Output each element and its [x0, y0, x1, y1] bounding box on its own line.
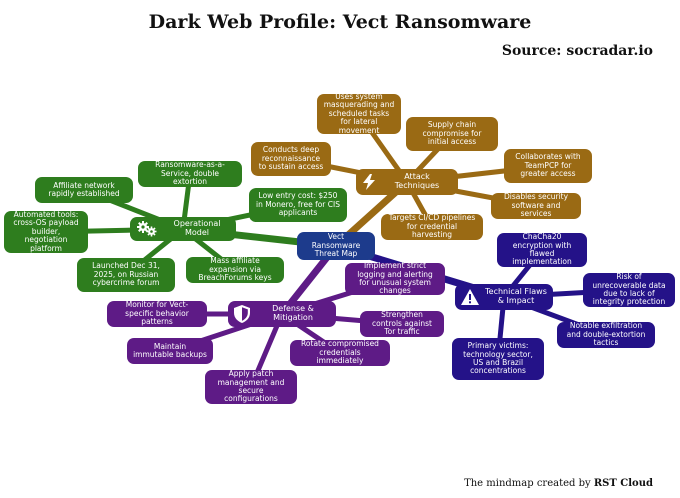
hub-operational-model: Operational Model	[130, 217, 236, 241]
credit-brand: RST Cloud	[593, 478, 653, 489]
leaf-cicd: Targets CI/CD pipelines for credential h…	[381, 214, 483, 240]
center-node: Vect Ransomware Threat Map	[297, 232, 375, 260]
leaf-raas: Ransomware-as-a-Service, double extortio…	[138, 161, 242, 187]
leaf-disables-security: Disables security software and services	[491, 193, 581, 219]
leaf-exfiltration: Notable exfiltration and double-extortio…	[557, 322, 655, 348]
leaf-entry-cost: Low entry cost: $250 in Monero, free for…	[249, 188, 347, 222]
hub-label: Defense & Mitigation	[272, 304, 314, 322]
hub-defense-mitigation: Defense & Mitigation	[228, 301, 336, 327]
leaf-monitor-behavior: Monitor for Vect-specific behavior patte…	[107, 301, 207, 327]
hub-label: Operational Model	[173, 219, 221, 237]
leaf-tor-controls: Strengthen controls against Tor traffic	[360, 311, 444, 337]
shield-icon	[234, 305, 250, 323]
leaf-primary-victims: Primary victims: technology sector, US a…	[452, 338, 544, 380]
leaf-reconnaissance: Conducts deep reconnaissance to sustain …	[251, 142, 331, 176]
leaf-chacha20: ChaCha20 encryption with flawed implemen…	[497, 233, 587, 267]
hub-label: Attack Techniques	[394, 172, 440, 190]
hub-technical-flaws: Technical Flaws & Impact	[455, 284, 553, 310]
credit-line: The mindmap created by RST Cloud	[464, 478, 653, 489]
source-label: Source: socradar.io	[501, 43, 653, 59]
leaf-affiliate-network: Affiliate network rapidly established	[35, 177, 133, 203]
hub-attack-techniques: Attack Techniques	[356, 169, 458, 195]
warning-icon	[461, 289, 479, 305]
leaf-supply-chain: Supply chain compromise for initial acce…	[406, 117, 498, 151]
leaf-masquerading: Uses system masquerading and scheduled t…	[317, 92, 401, 134]
leaf-logging: Implement strict logging and alerting fo…	[345, 262, 445, 295]
leaf-breachforums: Mass affiliate expansion via BreachForum…	[186, 257, 284, 283]
gears-icon	[136, 221, 158, 237]
leaf-rotate-credentials: Rotate compromised credentials immediate…	[290, 340, 390, 366]
page-title: Dark Web Profile: Vect Ransomware	[148, 11, 532, 33]
credit-prefix: The mindmap created by	[464, 478, 591, 489]
leaf-immutable-backups: Maintain immutable backups	[127, 338, 213, 364]
leaf-launch-date: Launched Dec 31, 2025, on Russian cyberc…	[77, 258, 175, 292]
hub-label: Technical Flaws & Impact	[485, 287, 547, 305]
leaf-unrecoverable-data: Risk of unrecoverable data due to lack o…	[583, 273, 675, 307]
lightning-icon	[362, 174, 376, 190]
leaf-automated-tools: Automated tools: cross-OS payload builde…	[4, 210, 88, 253]
leaf-patch-management: Apply patch management and secure config…	[205, 370, 297, 404]
leaf-teampcp: Collaborates with TeamPCP for greater ac…	[504, 149, 592, 183]
